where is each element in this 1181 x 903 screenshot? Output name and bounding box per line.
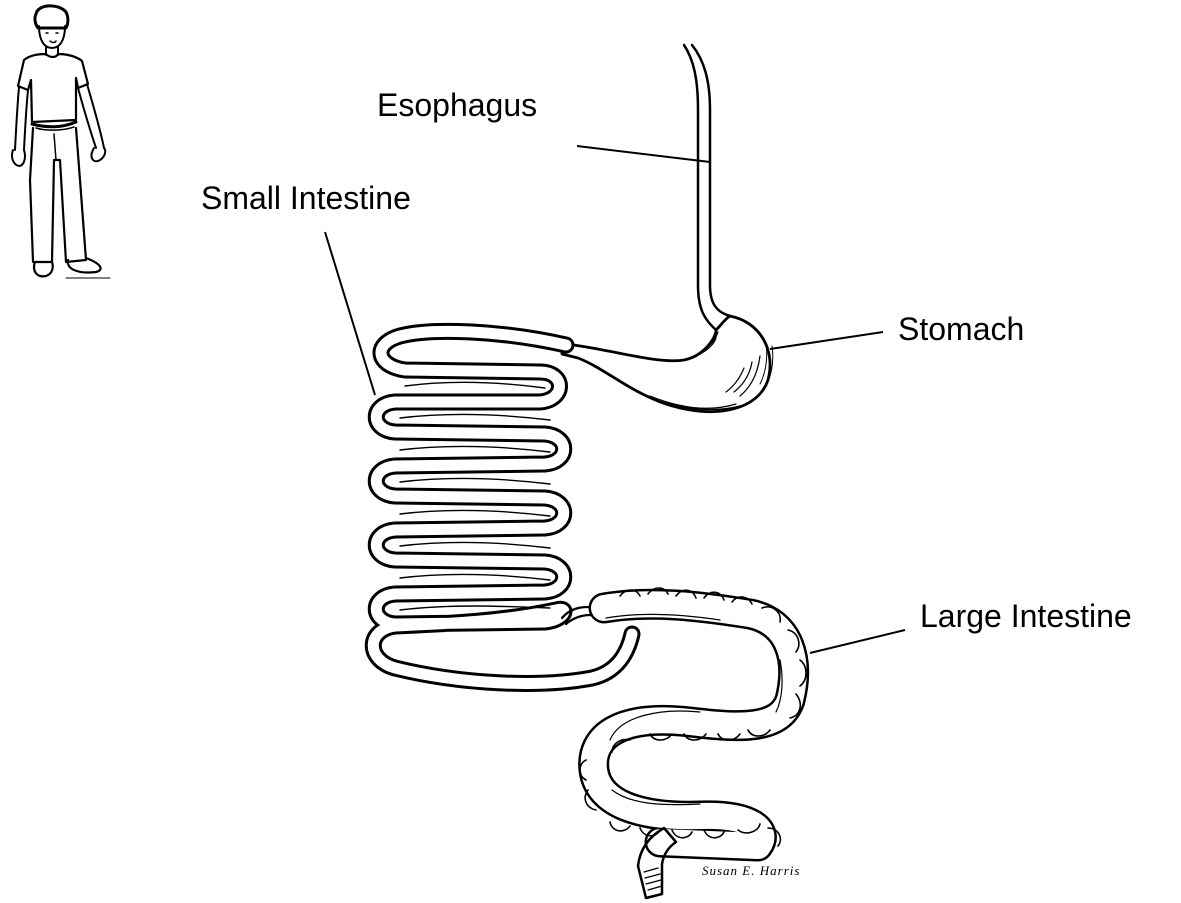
large-intestine-label: Large Intestine <box>920 598 1132 634</box>
large-intestine-drawing <box>580 588 806 898</box>
small-intestine-drawing <box>373 331 632 683</box>
small-intestine-label: Small Intestine <box>201 180 411 216</box>
stomach-label: Stomach <box>898 311 1024 347</box>
artist-signature: Susan E. Harris <box>702 863 800 878</box>
large-intestine-leader-line <box>810 630 905 653</box>
stomach-drawing <box>562 316 773 412</box>
esophagus-leader-line <box>577 146 710 162</box>
esophagus-drawing <box>684 45 730 330</box>
esophagus-label: Esophagus <box>377 87 537 123</box>
small-intestine-leader-line <box>325 232 375 395</box>
stomach-leader-line <box>770 332 883 349</box>
human-figure-icon <box>12 6 110 278</box>
